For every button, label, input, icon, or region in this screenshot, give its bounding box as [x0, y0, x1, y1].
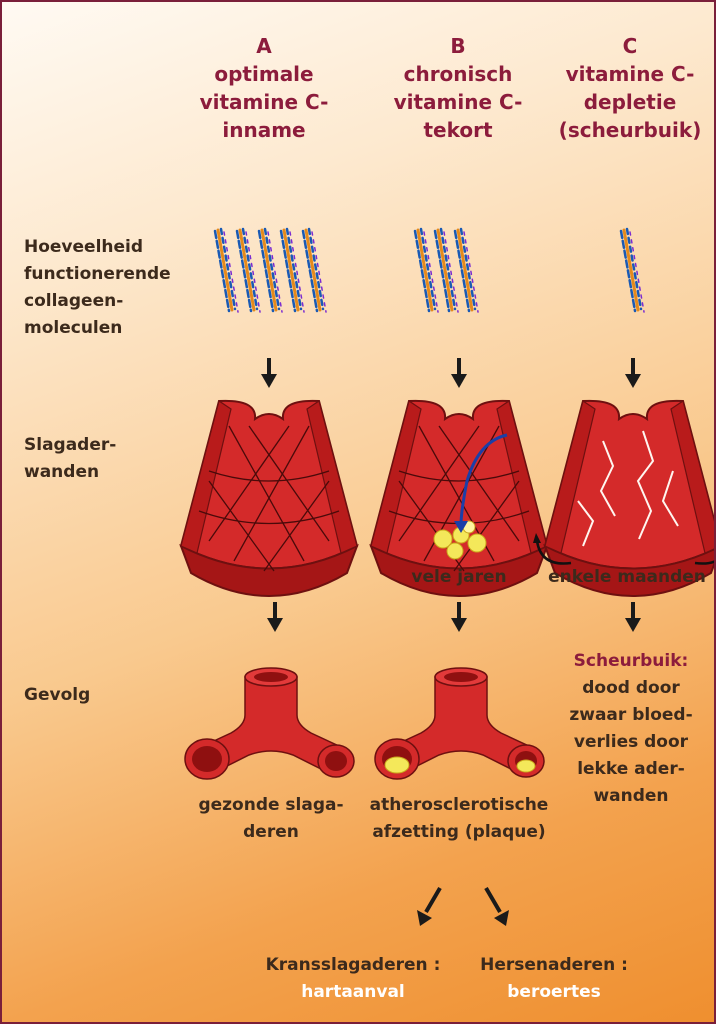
column-title-b-line3: tekort	[378, 116, 538, 144]
artery-b-plaque	[381, 666, 541, 786]
arrow-down-c2	[623, 602, 643, 636]
outcome-b: atherosclerotische afzetting (plaque)	[364, 792, 554, 846]
row-label-collagen-line1: Hoeveelheid	[24, 234, 171, 261]
row-label-collagen-line4: moleculen	[24, 315, 171, 342]
arrow-down-b1	[449, 358, 469, 392]
column-title-c-line3: (scheurbuik)	[550, 116, 710, 144]
column-letter-c: C	[550, 32, 710, 60]
row-label-result-line1: Gevolg	[24, 682, 90, 709]
artery-a-healthy	[191, 666, 351, 786]
artery-wall-a	[179, 396, 359, 566]
column-title-a-line2: vitamine C-	[184, 88, 344, 116]
outcome-c-line5: wanden	[546, 783, 716, 810]
column-header-a: A optimale vitamine C- inname	[184, 32, 344, 144]
column-title-a-line3: inname	[184, 116, 344, 144]
row-label-collagen-line2: functionerende	[24, 261, 171, 288]
consequence-heart-value: hartaanval	[258, 979, 448, 1006]
collagen-fibers-a	[214, 224, 334, 319]
outcome-b-line1: atherosclerotische	[364, 792, 554, 819]
column-title-b-line2: vitamine C-	[378, 88, 538, 116]
outcome-a-line2: deren	[186, 819, 356, 846]
outcome-c-line2: zwaar bloed-	[546, 702, 716, 729]
consequence-brain-title: Hersenaderen :	[464, 952, 644, 979]
column-title-a-line1: optimale	[184, 60, 344, 88]
row-label-walls-line1: Slagader-	[24, 432, 116, 459]
arrow-down-c1	[623, 358, 643, 392]
plaque-left	[385, 757, 409, 773]
row-label-walls: Slagader- wanden	[24, 432, 116, 486]
arrow-diagonal-left	[414, 884, 448, 928]
row-label-walls-line2: wanden	[24, 459, 116, 486]
row-label-collagen: Hoeveelheid functionerende collageen- mo…	[24, 234, 171, 342]
outcome-c-line3: verlies door	[546, 729, 716, 756]
timespan-b: vele jaren	[374, 564, 544, 591]
outcome-b-line2: afzetting (plaque)	[364, 819, 554, 846]
column-title-c-line1: vitamine C-	[550, 60, 710, 88]
artery-wall-c	[543, 396, 716, 566]
consequence-heart-title: Kransslagaderen :	[258, 952, 448, 979]
plaque-right	[517, 760, 535, 772]
arrow-diagonal-right	[478, 884, 512, 928]
outcome-c-line4: lekke ader-	[546, 756, 716, 783]
column-header-b: B chronisch vitamine C- tekort	[378, 32, 538, 144]
outcome-c-title: Scheurbuik:	[546, 648, 716, 675]
outcome-c: Scheurbuik: dood door zwaar bloed- verli…	[546, 648, 716, 810]
column-header-c: C vitamine C- depletie (scheurbuik)	[550, 32, 710, 144]
row-label-result: Gevolg	[24, 682, 90, 709]
column-title-c-line2: depletie	[550, 88, 710, 116]
artery-wall-b	[369, 396, 549, 566]
row-label-collagen-line3: collageen-	[24, 288, 171, 315]
consequence-brain: Hersenaderen : beroertes	[464, 952, 644, 1006]
collagen-fibers-c	[620, 224, 650, 319]
arrow-down-a1	[259, 358, 279, 392]
outcome-a-line1: gezonde slaga-	[186, 792, 356, 819]
outcome-a: gezonde slaga- deren	[186, 792, 356, 846]
outcome-c-line1: dood door	[546, 675, 716, 702]
column-title-b-line1: chronisch	[378, 60, 538, 88]
column-letter-b: B	[378, 32, 538, 60]
timespan-c: enkele maanden	[542, 564, 712, 591]
arrow-down-a2	[265, 602, 285, 636]
column-letter-a: A	[184, 32, 344, 60]
consequence-heart: Kransslagaderen : hartaanval	[258, 952, 448, 1006]
collagen-fibers-b	[414, 224, 484, 319]
consequence-brain-value: beroertes	[464, 979, 644, 1006]
arrow-down-b2	[449, 602, 469, 636]
